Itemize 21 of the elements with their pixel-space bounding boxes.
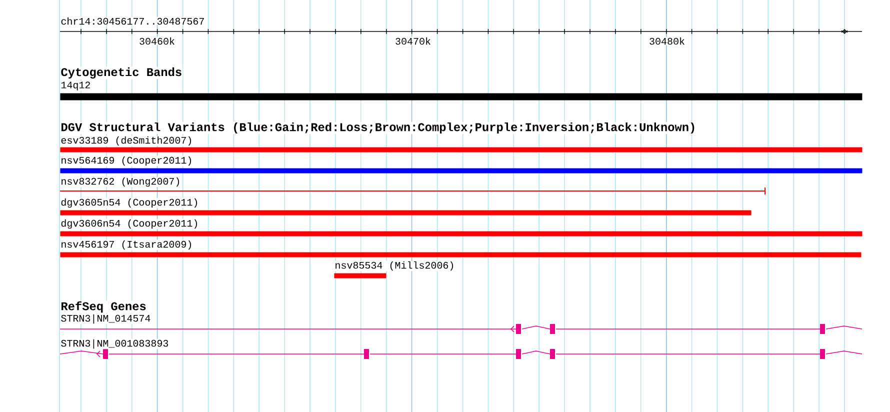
track-label: nsv564169 (Cooper2011): [60, 156, 194, 166]
track-label: dgv3605n54 (Cooper2011): [60, 198, 200, 208]
variant-bar: [60, 231, 862, 236]
variant-bar: [60, 168, 862, 174]
track-label: STRN3|NM_014574: [60, 314, 152, 324]
track-heading: RefSeq Genes: [60, 300, 147, 314]
gene-model-drawing: [60, 324, 862, 334]
variant-bar: [60, 147, 862, 152]
cytoband-bar: [60, 93, 862, 100]
track-label: nsv456197 (Itsara2009): [60, 240, 194, 250]
variant-bar: [334, 273, 386, 278]
variant-bar: [60, 210, 752, 216]
track-label: nsv832762 (Wong2007): [60, 176, 182, 188]
track-label: esv33189 (deSmith2007): [60, 136, 194, 146]
variant-bar: [60, 252, 862, 258]
variant-line: [60, 187, 766, 195]
track-label: dgv3606n54 (Cooper2011): [60, 218, 200, 230]
track-label: 14q12: [60, 81, 92, 91]
track-label: nsv85534 (Mills2006): [334, 260, 456, 272]
gene-model-drawing: [60, 349, 862, 359]
track-label: STRN3|NM_001083893: [60, 338, 170, 350]
